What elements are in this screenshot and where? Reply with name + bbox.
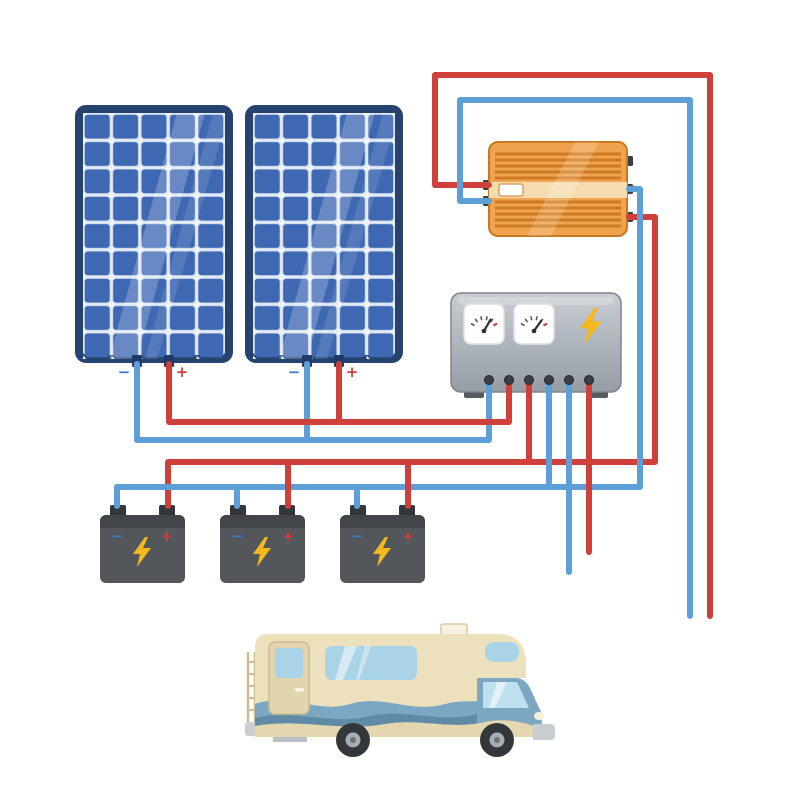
solar-panel-2 bbox=[245, 105, 403, 367]
rv-bumper-front bbox=[533, 724, 555, 740]
battery-lid-edge bbox=[220, 522, 305, 528]
lightning-bolt-icon bbox=[253, 537, 271, 567]
charge-controller bbox=[450, 292, 622, 398]
controller-highlight bbox=[458, 297, 614, 305]
wire-battery-negative-bus bbox=[114, 186, 643, 509]
battery-terminal-negative bbox=[110, 505, 126, 517]
battery2-negative-label: − bbox=[230, 527, 244, 545]
controller-terminal bbox=[544, 375, 554, 385]
rv-wave-stripe-tan bbox=[255, 720, 543, 737]
rv-wheel-rear bbox=[336, 723, 370, 757]
panel1-negative-label: − bbox=[117, 363, 131, 381]
solar-panel-1 bbox=[75, 105, 233, 367]
lightning-bolt-icon bbox=[133, 537, 151, 567]
rv-window-glare-2 bbox=[356, 646, 371, 680]
panel-cells bbox=[83, 113, 225, 359]
controller-terminal bbox=[584, 375, 594, 385]
panel-glare bbox=[109, 113, 205, 359]
battery-terminal-negative bbox=[230, 505, 246, 517]
battery-terminal-positive bbox=[279, 505, 295, 517]
controller-terminal bbox=[564, 375, 574, 385]
rv-headlight bbox=[534, 712, 544, 720]
controller-terminal bbox=[504, 375, 514, 385]
rv-camper bbox=[245, 623, 555, 757]
inverter-fins-top bbox=[495, 152, 621, 180]
controller-terminal bbox=[524, 375, 534, 385]
panel-cells bbox=[253, 113, 395, 359]
battery-lid-edge bbox=[100, 522, 185, 528]
rv-window-overcab bbox=[485, 642, 519, 662]
rv-window-glare bbox=[335, 646, 357, 680]
gauge-1 bbox=[463, 303, 505, 345]
inverter-fins-bottom bbox=[495, 200, 621, 228]
wire-ac-neutral bbox=[457, 97, 693, 619]
lightning-bolt-icon bbox=[580, 308, 602, 344]
rv-step bbox=[273, 737, 307, 742]
panel-glare-2 bbox=[315, 113, 395, 359]
battery2-positive-label: + bbox=[281, 527, 295, 545]
panel1-positive-label: + bbox=[175, 363, 189, 381]
lightning-bolt-icon bbox=[373, 537, 391, 567]
battery1-negative-label: − bbox=[110, 527, 124, 545]
battery-terminal-positive bbox=[399, 505, 415, 517]
battery-lid-edge bbox=[340, 522, 425, 528]
rv-door-window bbox=[275, 648, 303, 678]
panel2-positive-label: + bbox=[345, 363, 359, 381]
battery3-positive-label: + bbox=[401, 527, 415, 545]
battery-terminal-negative bbox=[350, 505, 366, 517]
wire-battery-positive-bus bbox=[165, 214, 658, 509]
rv-wheel-front bbox=[480, 723, 514, 757]
wire-pv1-negative bbox=[134, 361, 492, 443]
battery-terminal-positive bbox=[159, 505, 175, 517]
panel-glare bbox=[279, 113, 375, 359]
gauge-2 bbox=[513, 303, 555, 345]
battery3-negative-label: − bbox=[350, 527, 364, 545]
battery-2 bbox=[220, 505, 305, 583]
controller-terminal bbox=[484, 375, 494, 385]
battery1-positive-label: + bbox=[160, 527, 174, 545]
panel-glare-2 bbox=[145, 113, 225, 359]
battery-1 bbox=[100, 505, 185, 583]
rv-windshield-glare bbox=[489, 682, 507, 708]
inverter-display bbox=[498, 183, 524, 197]
rv-door-handle bbox=[295, 688, 304, 692]
wire-ac-hot bbox=[432, 72, 713, 619]
panel2-negative-label: − bbox=[287, 363, 301, 381]
rv-bumper-rear bbox=[245, 722, 258, 736]
inverter-glare bbox=[527, 142, 599, 236]
battery-3 bbox=[340, 505, 425, 583]
